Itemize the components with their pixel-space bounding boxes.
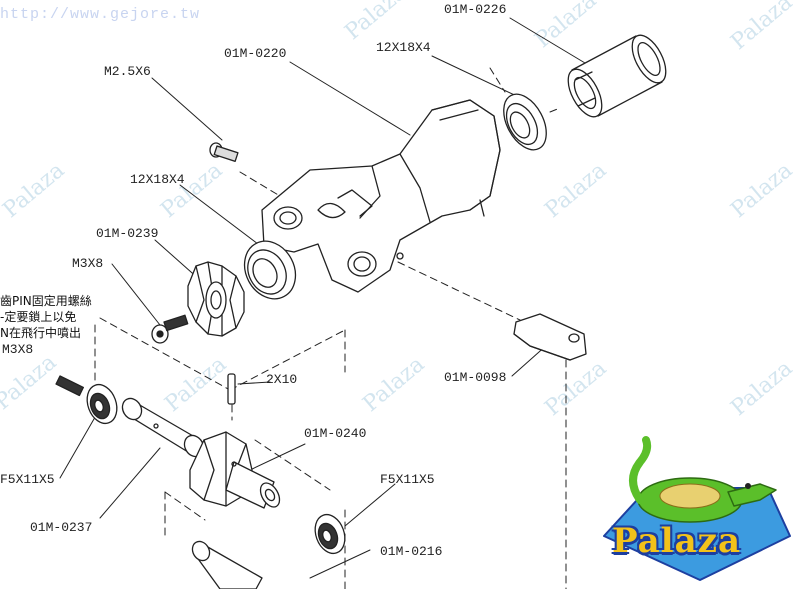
palaza-logo-text: Palaza	[612, 521, 741, 561]
label-01m-0237: 01M-0237	[30, 520, 93, 535]
pin-2x10	[227, 373, 236, 405]
label-01m-0239: 01M-0239	[96, 226, 159, 241]
note-line-1: 齒PIN固定用螺絲	[0, 294, 92, 308]
bevel-gear-0240	[189, 431, 281, 509]
label-01m-0240: 01M-0240	[304, 426, 367, 441]
label-f5x11x5-right: F5X11X5	[380, 472, 435, 487]
label-01m-0226: 01M-0226	[444, 2, 507, 17]
label-f5x11x5-left: F5X11X5	[0, 472, 55, 487]
shaft-0216	[191, 540, 263, 589]
bearing-right-f5x11	[314, 513, 346, 555]
part-arm-0098	[513, 313, 587, 361]
screw-m3x8-gear	[151, 314, 189, 344]
palaza-logo-graphic	[603, 436, 791, 581]
note-line-3: N在飛行中噴出	[0, 326, 81, 340]
label-m3x8-left: M3X8	[2, 342, 34, 357]
screw-m25x6	[209, 142, 239, 163]
bearing-left-f5x11	[86, 383, 118, 425]
label-12x18x4-left: 12X18X4	[130, 172, 185, 187]
label-01m-0098: 01M-0098	[444, 370, 507, 385]
label-2x10: 2X10	[266, 372, 298, 387]
assembly-axis-lines	[94, 67, 567, 589]
label-12x18x4-top: 12X18X4	[376, 40, 431, 55]
note-line-2: -定要鎖上以免	[0, 310, 77, 324]
part-sleeve-0226	[567, 34, 667, 118]
label-01m-0216: 01M-0216	[380, 544, 443, 559]
screw-m3x8-left	[55, 375, 85, 397]
bevel-gear-0239	[187, 261, 245, 337]
site-url: http://www.gejore.tw	[0, 6, 201, 23]
label-m25x6: M2.5X6	[104, 64, 151, 79]
bearing-top-12x18	[503, 93, 547, 151]
label-m3x8-gear: M3X8	[72, 256, 104, 271]
bearing-left-12x18	[243, 240, 297, 300]
shaft-0237	[121, 397, 205, 458]
part-housing-0220	[261, 99, 501, 293]
label-01m-0220: 01M-0220	[224, 46, 287, 61]
